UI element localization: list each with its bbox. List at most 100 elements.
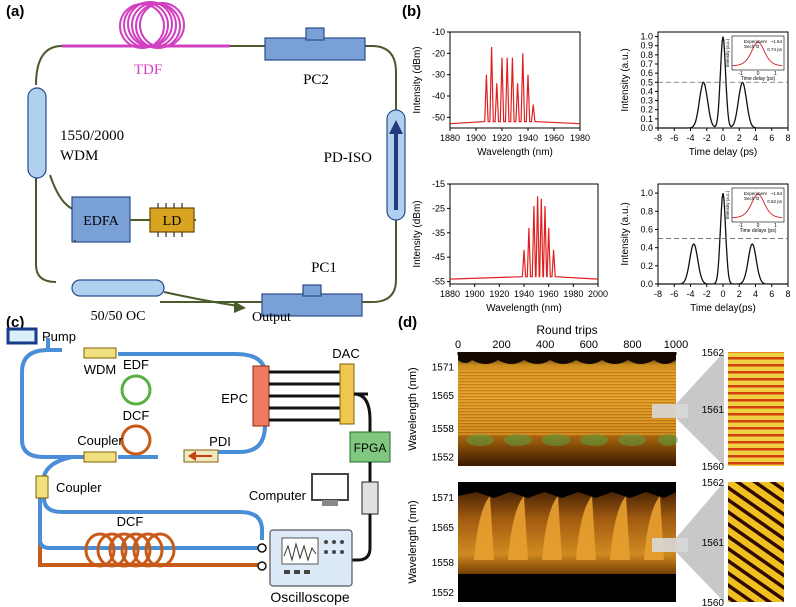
x-tick-label: -6 bbox=[670, 133, 678, 143]
oscilloscope-label: Oscilloscope bbox=[270, 589, 350, 605]
dcf-bottom-coil bbox=[84, 532, 176, 568]
spectrum-trace bbox=[449, 46, 581, 125]
epc-box bbox=[252, 365, 270, 427]
inset-legend-2: Sech fit bbox=[744, 196, 760, 201]
wavelength-tick-label: 1565 bbox=[432, 391, 455, 402]
heatmap-bottom-pulses bbox=[474, 496, 664, 560]
x-tick-label: -6 bbox=[670, 289, 678, 299]
coupler-top-label: Coupler bbox=[77, 433, 123, 448]
zoom-marker-bottom bbox=[652, 538, 688, 552]
tdf-label: TDF bbox=[134, 62, 162, 78]
panel-label-b: (b) bbox=[402, 3, 421, 20]
dcf-top-coil bbox=[120, 424, 152, 456]
zoom-marker-top bbox=[652, 404, 688, 418]
panel-d-heatmaps: Round trips Wave bbox=[407, 323, 784, 607]
output-label: Output bbox=[252, 310, 291, 325]
pdi-label: PDI bbox=[209, 434, 231, 449]
wavelength-tick-label: 1552 bbox=[432, 588, 455, 599]
dcf-bottom-label: DCF bbox=[117, 514, 144, 529]
y-tick-label: -10 bbox=[432, 27, 445, 37]
wavelength-tick-label: 1558 bbox=[432, 558, 455, 569]
panel-label-d: (d) bbox=[398, 314, 417, 331]
pc2-box bbox=[264, 37, 366, 61]
x-tick-label: 0 bbox=[720, 133, 725, 143]
inset-x-label: Time delay (ps) bbox=[741, 76, 776, 82]
heatmap-top-dark-cap bbox=[458, 352, 676, 364]
x-axis-label: Time delay (ps) bbox=[689, 147, 758, 158]
y-tick-label: -25 bbox=[432, 203, 445, 213]
pc1-label: PC1 bbox=[311, 260, 337, 276]
coupler-left-label: Coupler bbox=[56, 480, 102, 495]
x-axis-label: Wavelength (nm) bbox=[486, 303, 562, 314]
pd-iso-arrowhead bbox=[389, 120, 403, 134]
ld-label: LD bbox=[163, 214, 182, 229]
y-tick-label: 0.6 bbox=[640, 68, 653, 78]
y-tick-label: -45 bbox=[432, 252, 445, 262]
inset-legend-2: Sech fit bbox=[744, 44, 760, 49]
wdm-c-label: WDM bbox=[84, 362, 117, 377]
zoom-connector-top bbox=[676, 352, 724, 466]
heatmap-top-green-bands bbox=[466, 434, 678, 446]
panel-d-ylabel-bottom: Wavelength (nm) bbox=[407, 500, 419, 583]
x-tick-label: 6 bbox=[769, 289, 774, 299]
y-tick-label: -15 bbox=[432, 179, 445, 189]
zoom-wavelength-tick-label: 1562 bbox=[702, 478, 725, 489]
dac-fpga-wire bbox=[353, 392, 372, 432]
x-tick-label: 1920 bbox=[492, 133, 512, 143]
panel-c-setup-schematic: Pump WDM EDF DCF Coupler PDI Coupler EPC… bbox=[6, 327, 391, 605]
zoom-panel-top bbox=[728, 352, 784, 466]
x-tick-label: 6 bbox=[769, 133, 774, 143]
y-tick-label: -40 bbox=[432, 91, 445, 101]
pc2-label: PC2 bbox=[303, 72, 329, 88]
y-axis-label: Intensity (dBm) bbox=[412, 46, 423, 113]
y-tick-label: 0.2 bbox=[640, 261, 653, 271]
osc-input-2 bbox=[257, 561, 267, 571]
x-tick-label: -8 bbox=[654, 289, 662, 299]
y-tick-label: 0.7 bbox=[640, 59, 653, 69]
spectrum-trace bbox=[449, 196, 599, 280]
x-tick-label: 1900 bbox=[465, 289, 485, 299]
x-tick-label: 1980 bbox=[570, 133, 590, 143]
pc2-knob bbox=[305, 27, 325, 41]
oc-label: 50/50 OC bbox=[91, 309, 146, 324]
x-tick-label: -4 bbox=[686, 289, 694, 299]
x-tick-label: 1880 bbox=[440, 289, 460, 299]
zoom-wavelength-tick-label: 1561 bbox=[702, 405, 725, 416]
y-tick-label: 0.1 bbox=[640, 114, 653, 124]
y-tick-label: -20 bbox=[432, 48, 445, 58]
x-tick-label: 1940 bbox=[518, 133, 538, 143]
x-axis-label: Time delay(ps) bbox=[690, 303, 756, 314]
y-tick-label: 1.0 bbox=[640, 188, 653, 198]
y-tick-label: 0.3 bbox=[640, 96, 653, 106]
inset-x-tick-label: -1 bbox=[738, 223, 743, 229]
pc1-knob bbox=[302, 284, 322, 297]
output-fiber bbox=[163, 291, 239, 307]
x-tick-label: -2 bbox=[703, 133, 711, 143]
computer-monitor bbox=[311, 473, 349, 501]
fiber-edfa-branch bbox=[49, 174, 76, 211]
zoom-wavelength-tick-label: 1560 bbox=[702, 598, 725, 607]
inset-fwhm: 0.74 ps bbox=[767, 47, 783, 52]
heatmap-bottom-dark-top bbox=[458, 482, 676, 498]
y-tick-label: 0.0 bbox=[640, 123, 653, 133]
x-tick-label: 0 bbox=[720, 289, 725, 299]
panel-d-ylabel-top: Wavelength (nm) bbox=[407, 367, 419, 450]
fpga-label: FPGA bbox=[354, 441, 387, 455]
wdm-label-line1: 1550/2000 bbox=[60, 128, 124, 144]
inset-fit-trace bbox=[731, 193, 783, 219]
y-tick-label: 0.4 bbox=[640, 86, 653, 96]
pump-label: Pump bbox=[42, 329, 76, 344]
oscilloscope-knobs bbox=[284, 540, 344, 574]
zoom-wavelength-tick-label: 1562 bbox=[702, 348, 725, 359]
x-tick-label: 8 bbox=[785, 133, 790, 143]
inset-y-label: Intensity (a.u.) bbox=[725, 190, 730, 219]
ld-pins bbox=[157, 203, 183, 237]
wavelength-tick-label: 1558 bbox=[432, 424, 455, 435]
oscilloscope-screen bbox=[281, 537, 319, 565]
y-tick-label: -55 bbox=[432, 277, 445, 287]
